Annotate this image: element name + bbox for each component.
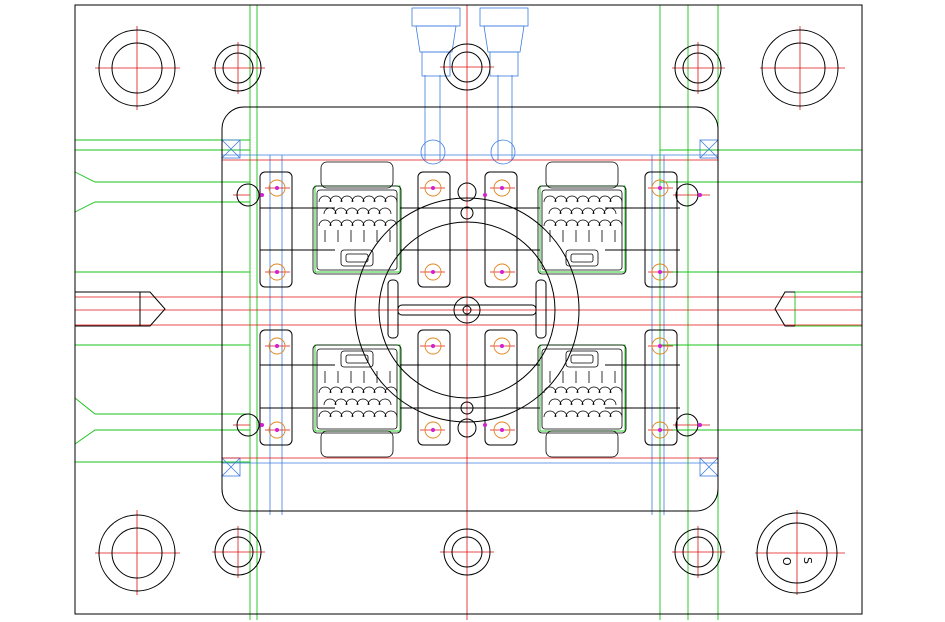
ejector-pin bbox=[268, 421, 286, 439]
ejector-pin bbox=[268, 179, 286, 197]
ejector-pin bbox=[651, 421, 669, 439]
hidden-lines bbox=[221, 7, 719, 515]
ejector-pin bbox=[493, 179, 511, 197]
stamp-label-o: O bbox=[780, 557, 793, 566]
ejector-pin bbox=[651, 179, 669, 197]
ejector-pin bbox=[651, 263, 669, 281]
ejector-pin bbox=[493, 263, 511, 281]
mold-cavity bbox=[537, 161, 627, 275]
gate-point bbox=[260, 423, 264, 427]
ejector-pin bbox=[424, 337, 442, 355]
mold-cavity bbox=[312, 344, 402, 458]
gate-point bbox=[698, 193, 702, 197]
ejector-pin bbox=[651, 337, 669, 355]
gate-point bbox=[260, 193, 264, 197]
cooling-channels bbox=[74, 5, 863, 620]
stamp-label-s: S bbox=[801, 557, 814, 564]
cavity-group bbox=[312, 161, 627, 458]
gate-point bbox=[483, 423, 487, 427]
ejector-pin bbox=[424, 263, 442, 281]
ejector-pin bbox=[493, 337, 511, 355]
centerlines bbox=[75, 5, 862, 620]
gate-point bbox=[483, 193, 487, 197]
ejector-pin bbox=[424, 421, 442, 439]
mold-cavity bbox=[312, 161, 402, 275]
mold-plate bbox=[74, 4, 863, 615]
gate-point bbox=[698, 423, 702, 427]
ejector-pin bbox=[268, 263, 286, 281]
ejector-pin bbox=[268, 337, 286, 355]
mold-cavity bbox=[537, 344, 627, 458]
ejector-pin bbox=[424, 179, 442, 197]
ejector-pins bbox=[260, 179, 702, 439]
ejector-pin bbox=[493, 421, 511, 439]
